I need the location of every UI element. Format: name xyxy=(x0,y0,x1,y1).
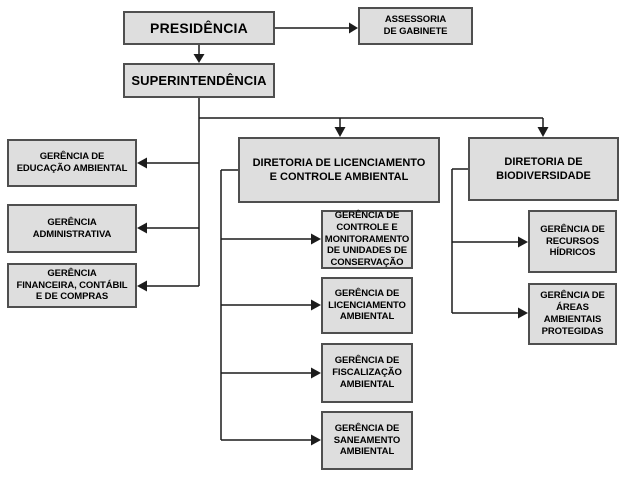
arrowhead-right-icon xyxy=(311,299,321,311)
arrowhead-right-icon xyxy=(518,236,528,248)
connector-branch-ger-recursos-hidricos xyxy=(452,236,528,248)
connector-trunk-dir-licenciamento xyxy=(334,118,346,137)
node-diretoria-biodiversidade: DIRETORIA DE BIODIVERSIDADE xyxy=(468,137,619,201)
arrowhead-down-icon xyxy=(193,54,205,63)
connector-presidencia-superintendencia xyxy=(193,45,205,63)
arrowhead-down-icon xyxy=(334,127,346,137)
node-gerencia-financeira-contabil-compras: GERÊNCIA FINANCEIRA, CONTÁBIL E DE COMPR… xyxy=(7,263,137,308)
connector-presidencia-assessoria xyxy=(275,22,358,34)
connector-dir-biodiversidade-branch xyxy=(451,168,468,313)
arrowhead-right-icon xyxy=(518,307,528,319)
connector-branch-ger-saneamento xyxy=(221,434,321,446)
connector-branch-ger-areas-protegidas xyxy=(452,307,528,319)
arrowhead-left-icon xyxy=(137,280,147,292)
arrowhead-left-icon xyxy=(137,157,147,169)
connector-branch-ger-fiscalizacao xyxy=(221,367,321,379)
connector-dir-licenciamento-branch xyxy=(220,169,238,440)
connector-trunk-ger-educacao xyxy=(137,157,199,169)
node-gerencia-saneamento-ambiental: GERÊNCIA DE SANEAMENTO AMBIENTAL xyxy=(321,411,413,470)
node-gerencia-educacao-ambiental: GERÊNCIA DE EDUCAÇÃO AMBIENTAL xyxy=(7,139,137,187)
node-gerencia-areas-ambientais-protegidas: GERÊNCIA DE ÁREAS AMBIENTAIS PROTEGIDAS xyxy=(528,283,617,345)
connector-trunk-ger-financeira xyxy=(137,280,199,292)
node-gerencia-licenciamento-ambiental: GERÊNCIA DE LICENCIAMENTO AMBIENTAL xyxy=(321,277,413,334)
connector-trunk-dir-biodiversidade xyxy=(537,118,549,137)
node-diretoria-licenciamento-controle-ambiental: DIRETORIA DE LICENCIAMENTO E CONTROLE AM… xyxy=(238,137,440,203)
node-gerencia-controle-monitoramento-unidades-conservacao: GERÊNCIA DE CONTROLE E MONITORAMENTO DE … xyxy=(321,210,413,269)
connector-branch-ger-controle xyxy=(221,233,321,245)
arrowhead-down-icon xyxy=(537,127,549,137)
connector-branch-ger-licenciamento xyxy=(221,299,321,311)
node-assessoria-de-gabinete: ASSESSORIA DE GABINETE xyxy=(358,7,473,45)
node-gerencia-recursos-hidricos: GERÊNCIA DE RECURSOS HÍDRICOS xyxy=(528,210,617,273)
arrowhead-right-icon xyxy=(311,434,321,446)
node-presidencia: PRESIDÊNCIA xyxy=(123,11,275,45)
connector-trunk-ger-administrativa xyxy=(137,222,199,234)
node-superintendencia: SUPERINTENDÊNCIA xyxy=(123,63,275,98)
arrowhead-right-icon xyxy=(349,22,358,34)
arrowhead-right-icon xyxy=(311,233,321,245)
node-gerencia-administrativa: GERÊNCIA ADMINISTRATIVA xyxy=(7,204,137,253)
arrowhead-left-icon xyxy=(137,222,147,234)
node-gerencia-fiscalizacao-ambiental: GERÊNCIA DE FISCALIZAÇÃO AMBIENTAL xyxy=(321,343,413,403)
arrowhead-right-icon xyxy=(311,367,321,379)
